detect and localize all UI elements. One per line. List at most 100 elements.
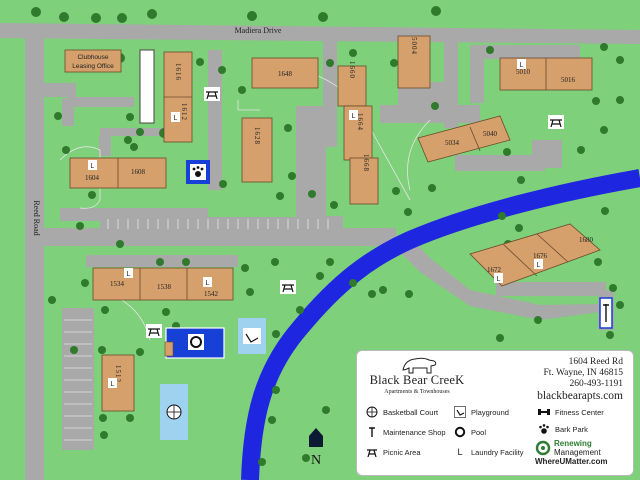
bear-logo-icon <box>402 357 437 374</box>
laundry-marker-1604: L <box>91 163 95 170</box>
pool-house <box>164 341 174 357</box>
laundry-icon: L <box>457 447 463 457</box>
west-lot <box>62 308 94 450</box>
lot-5034 <box>380 105 480 123</box>
legend-fitness-label: Fitness Center <box>555 407 604 417</box>
picnic-table-icon <box>365 445 379 459</box>
laundry-marker-1676: L <box>537 262 541 269</box>
bldg-5004-label: 5004 <box>410 37 418 55</box>
address-street: 1604 Reed Rd <box>568 357 623 367</box>
bldg-1608-label: 1608 <box>131 168 146 176</box>
renewing-website[interactable]: WhereUMatter.com <box>535 457 608 466</box>
legend-fitness: Fitness Center <box>537 405 604 419</box>
parking-strip-middle <box>100 217 340 231</box>
renewing-logo-icon <box>535 440 551 456</box>
pool-icon <box>453 425 467 439</box>
amenities <box>146 87 613 440</box>
maintenance-building <box>139 49 155 124</box>
north-arrow-icon <box>309 428 323 447</box>
clubhouse-drive <box>44 83 76 97</box>
building-5034-5040 <box>417 115 511 163</box>
playground-icon <box>243 328 261 344</box>
brand-name: Black Bear CreeK <box>369 373 465 387</box>
address-block: 1604 Reed Rd Ft. Wayne, IN 46815 260-493… <box>537 357 623 403</box>
bldg-5040-label: 5040 <box>483 130 498 138</box>
legend-playground-label: Playground <box>471 407 509 417</box>
renewing-line2: Management <box>554 448 601 457</box>
building-1668 <box>349 157 379 205</box>
bldg-1542-label: 1542 <box>204 290 219 298</box>
madeira-drive-road <box>0 23 640 44</box>
legend-maintenance-label: Maintenance Shop <box>383 427 446 437</box>
hammer-icon <box>603 304 609 322</box>
lot-1604-a <box>99 136 111 156</box>
legend-pool-label: Pool <box>471 427 487 437</box>
laundry-marker-1664: L <box>352 113 356 120</box>
legend-basketball: Basketball Court <box>365 405 438 419</box>
building-1628 <box>241 117 273 183</box>
picnic-icon-3 <box>280 280 296 294</box>
bldg-1538-label: 1538 <box>157 283 172 291</box>
creek <box>241 169 640 480</box>
building-labels: 1616 1612 1648 1628 1660 1664 1668 1604 … <box>85 37 594 383</box>
building-1648 <box>251 57 319 89</box>
legend-playground: Playground <box>453 405 509 419</box>
brand-block: Black Bear CreeK Apartments & Townhouses <box>367 373 467 395</box>
bldg-1616-label: 1616 <box>174 63 182 81</box>
renewing-block: Renewing Management <box>535 439 601 457</box>
laundry-markers: L L L L L L L L L <box>88 59 543 388</box>
bldg-1512-label: 1512 <box>114 365 122 383</box>
brand-tagline: Apartments & Townhouses <box>384 389 450 395</box>
roads <box>0 23 640 480</box>
laundry-marker-1612: L <box>174 115 178 122</box>
hammer-icon <box>365 425 379 439</box>
laundry-marker-1534: L <box>127 271 131 278</box>
picnic-icon-2 <box>548 115 564 129</box>
legend-panel: Black Bear CreeK Apartments & Townhouses… <box>356 350 634 476</box>
building-1672-1680 <box>469 223 601 287</box>
laundry-marker-1512: L <box>111 381 115 388</box>
reed-road-road <box>25 38 44 480</box>
lane-1660-b <box>325 216 343 240</box>
madeira-drive-label: Madiera Drive <box>235 26 282 35</box>
laundry-marker-1672: L <box>497 276 501 283</box>
bldg-1648-label: 1648 <box>278 70 293 78</box>
legend-basketball-label: Basketball Court <box>383 407 439 417</box>
bldg-1676-label: 1676 <box>533 252 548 260</box>
lot-5034-b <box>455 155 545 171</box>
bldg-1672-label: 1672 <box>487 266 502 274</box>
clubhouse-label-2: Leasing Office <box>72 63 114 70</box>
building-1512 <box>101 354 135 412</box>
bldg-1604-label: 1604 <box>85 174 100 182</box>
lane-1660 <box>296 106 326 228</box>
reed-road-label: Reed Road <box>32 200 41 235</box>
clubhouse-building <box>64 49 122 73</box>
bldg-1612-label: 1612 <box>180 103 188 121</box>
lot-5010 <box>470 45 580 59</box>
clubhouse-label-1: Clubhouse <box>77 54 108 61</box>
legend-bark: Bark Park <box>537 422 588 436</box>
bldg-5034-label: 5034 <box>445 139 460 147</box>
bldg-5010-label: 5010 <box>516 68 531 76</box>
legend-picnic: Picnic Area <box>365 445 421 459</box>
parking-stalls <box>64 219 329 441</box>
renewing-line1: Renewing <box>554 439 592 448</box>
address-website[interactable]: blackbearapts.com <box>537 390 623 402</box>
north-label: N <box>311 453 321 468</box>
paw-icon <box>537 422 551 436</box>
legend-bark-label: Bark Park <box>555 424 588 434</box>
bldg-5016-label: 5016 <box>561 76 576 84</box>
address-phone: 260-493-1191 <box>569 379 623 389</box>
building-5004 <box>397 35 431 89</box>
bldg-1668-label: 1668 <box>362 154 370 172</box>
bldg-1534-label: 1534 <box>110 280 125 288</box>
playground-icon <box>453 405 467 419</box>
lot-5040 <box>532 140 562 168</box>
clubhouse-parking-b <box>68 97 134 107</box>
picnic-icon-1 <box>204 87 220 101</box>
legend-laundry-label: Laundry Facility <box>471 447 524 457</box>
laundry-marker-1542: L <box>206 280 210 287</box>
bldg-1664-label: 1664 <box>356 113 364 131</box>
interior-road-middle <box>44 228 396 246</box>
